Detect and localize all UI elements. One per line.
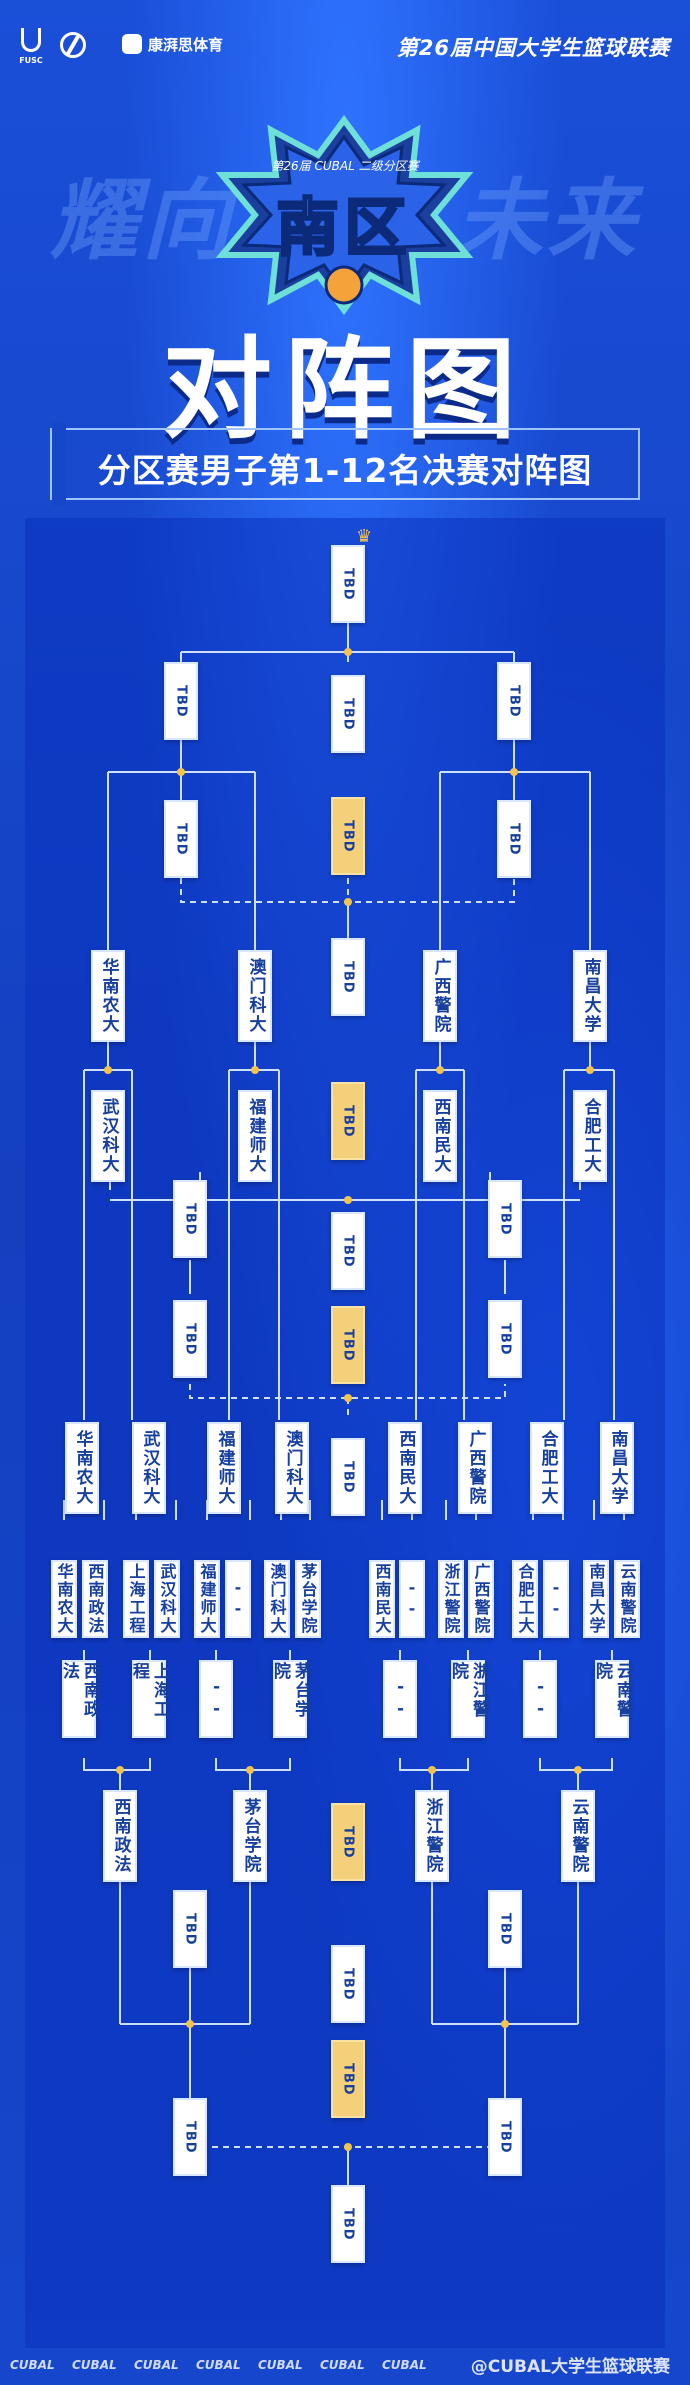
team-slot: -- [199, 1660, 233, 1738]
watermark: @CUBAL大学生篮球联赛 [471, 2352, 670, 2377]
team-slot: 西南政法 [82, 1560, 108, 1638]
final-slot-left: TBD [164, 662, 198, 740]
team-slot: 浙江警院 [438, 1560, 464, 1638]
team-slot: 南昌大学 [573, 950, 607, 1042]
team-slot: 浙江警院 [451, 1660, 485, 1738]
team-slot: 浙江警院 [415, 1790, 449, 1882]
final-slot-right: TBD [497, 662, 531, 740]
footer-brand: CUBAL [196, 2358, 241, 2372]
team-slot: 上海工程 [132, 1660, 166, 1738]
team-slot: 华南农大 [51, 1560, 77, 1638]
sf-winner-left: TBD [164, 800, 198, 878]
placement-slot-gold-4: TBD [331, 1803, 365, 1881]
team-slot: 西南民大 [423, 1090, 457, 1182]
placement-slot-7: TBD [331, 1438, 365, 1516]
placement-slot-gold-1: TBD [331, 797, 365, 875]
crown-icon: ♛ [356, 526, 372, 547]
team-slot: 云南警院 [614, 1560, 640, 1638]
tbd-slot: TBD [488, 1300, 522, 1378]
team-slot: 澳门科大 [264, 1560, 290, 1638]
team-slot: -- [523, 1660, 557, 1738]
team-slot: 西南民大 [388, 1422, 422, 1514]
team-slot: -- [543, 1560, 569, 1638]
team-slot: 云南警院 [561, 1790, 595, 1882]
team-slot: 云南警院 [595, 1660, 629, 1738]
team-slot: 武汉科大 [132, 1422, 166, 1514]
team-slot: -- [383, 1660, 417, 1738]
placement-slot-gold-5: TBD [331, 2040, 365, 2118]
tbd-slot: TBD [488, 2098, 522, 2176]
champion-slot: TBD [331, 545, 365, 623]
team-slot: -- [225, 1560, 251, 1638]
team-slot: 西南政法 [62, 1660, 96, 1738]
placement-slot-gold-3: TBD [331, 1306, 365, 1384]
team-slot: 茅台学院 [295, 1560, 321, 1638]
team-slot: 广西警院 [468, 1560, 494, 1638]
team-slot: 上海工程 [123, 1560, 149, 1638]
footer-brand: CUBAL [320, 2358, 365, 2372]
footer-brand: CUBAL [10, 2358, 55, 2372]
team-slot: 合肥工大 [512, 1560, 538, 1638]
footer-brand: CUBAL [134, 2358, 179, 2372]
placement-slot-gold-2: TBD [331, 1082, 365, 1160]
team-slot: 福建师大 [194, 1560, 220, 1638]
team-slot: 茅台学院 [273, 1660, 307, 1738]
tbd-slot: TBD [488, 1180, 522, 1258]
tbd-slot: TBD [173, 2098, 207, 2176]
team-slot: 华南农大 [65, 1422, 99, 1514]
team-slot: -- [399, 1560, 425, 1638]
sf-winner-right: TBD [497, 800, 531, 878]
placement-slot-9: TBD [331, 1945, 365, 2023]
footer-brand: CUBAL [72, 2358, 117, 2372]
team-slot: 广西警院 [458, 1422, 492, 1514]
placement-slot-11: TBD [331, 2185, 365, 2263]
team-slot: 合肥工大 [530, 1422, 564, 1514]
team-slot: 澳门科大 [275, 1422, 309, 1514]
footer-brand: CUBAL [382, 2358, 427, 2372]
team-slot: 福建师大 [207, 1422, 241, 1514]
tbd-slot: TBD [173, 1300, 207, 1378]
team-slot: 南昌大学 [600, 1422, 634, 1514]
tbd-slot: TBD [331, 1212, 365, 1290]
third-place-slot: TBD [331, 675, 365, 753]
team-slot: 武汉科大 [154, 1560, 180, 1638]
team-slot: 西南政法 [103, 1790, 137, 1882]
team-slot: 武汉科大 [91, 1090, 125, 1182]
team-slot: 西南民大 [369, 1560, 395, 1638]
footer-brand: CUBAL [258, 2358, 303, 2372]
placement-slot-3: TBD [331, 938, 365, 1016]
team-slot: 合肥工大 [573, 1090, 607, 1182]
team-slot: 茅台学院 [233, 1790, 267, 1882]
tbd-slot: TBD [488, 1890, 522, 1968]
team-slot: 南昌大学 [583, 1560, 609, 1638]
team-slot: 福建师大 [238, 1090, 272, 1182]
team-slot: 广西警院 [423, 950, 457, 1042]
team-slot: 华南农大 [91, 950, 125, 1042]
team-slot: 澳门科大 [238, 950, 272, 1042]
tbd-slot: TBD [173, 1180, 207, 1258]
tbd-slot: TBD [173, 1890, 207, 1968]
